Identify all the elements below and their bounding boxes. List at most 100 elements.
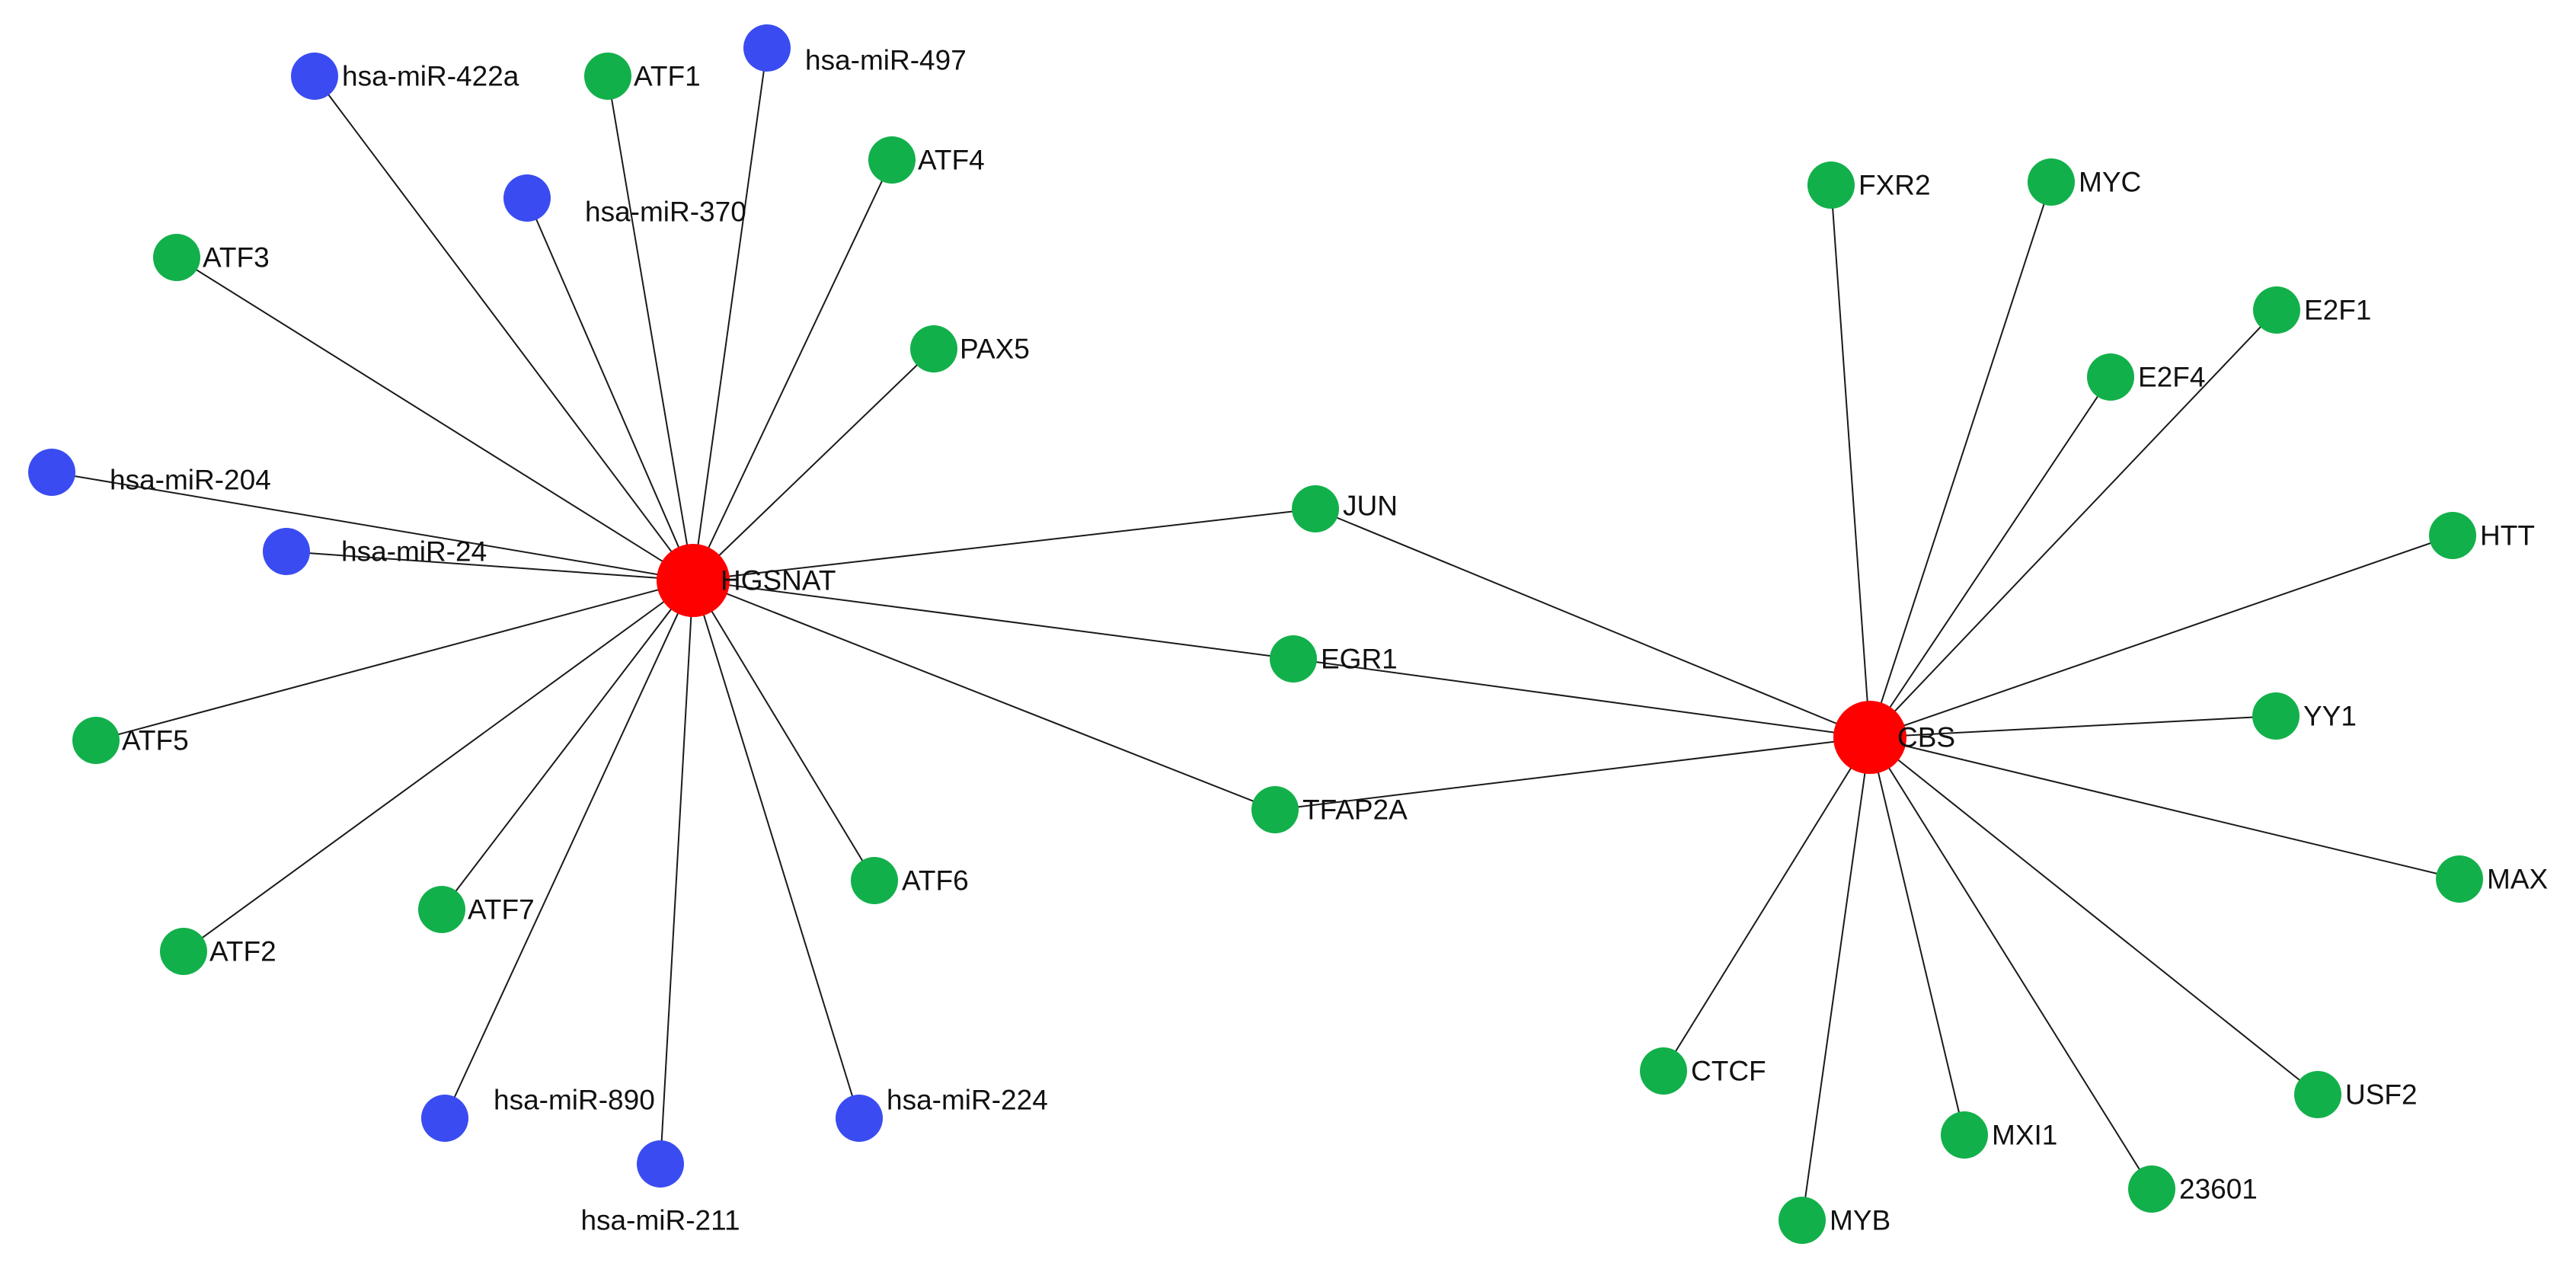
- edge-cbs-yy1: [1869, 715, 2277, 738]
- node-mir422a: hsa-miR-422a: [291, 53, 519, 100]
- mirna-node-circle: [743, 24, 791, 72]
- edge-cbs-tfap2a: [1274, 737, 1871, 810]
- gene-node-circle: [2128, 1165, 2175, 1213]
- gene-node-circle: [584, 53, 631, 100]
- node-jun: JUN: [1292, 485, 1398, 532]
- gene-node-circle: [2087, 353, 2134, 401]
- node-usf2: USF2: [2294, 1071, 2418, 1118]
- mirna-node-circle: [503, 174, 551, 222]
- mirna-node-circle: [421, 1095, 468, 1142]
- edge-hgsnat-mir24: [286, 551, 694, 581]
- node-label-hgsnat: HGSNAT: [721, 565, 836, 596]
- node-label-e2f1: E2F1: [2304, 295, 2371, 326]
- node-mir204: hsa-miR-204: [28, 449, 271, 496]
- gene-node-circle: [72, 717, 120, 764]
- node-label-usf2: USF2: [2345, 1079, 2418, 1111]
- edge-hgsnat-jun: [692, 508, 1316, 581]
- node-label-atf7: ATF7: [468, 894, 535, 926]
- node-label-mir224: hsa-miR-224: [887, 1085, 1048, 1116]
- edge-hgsnat-tfap2a: [692, 580, 1276, 810]
- hub-node-circle: [657, 544, 730, 617]
- gene-node-circle: [1270, 635, 1317, 683]
- edge-hgsnat-mir497: [692, 47, 768, 581]
- gene-node-circle: [2252, 692, 2300, 740]
- gene-node-circle: [153, 234, 200, 281]
- gene-node-circle: [851, 857, 898, 904]
- node-atf4: ATF4: [868, 136, 985, 184]
- gene-node-circle: [160, 928, 207, 975]
- node-hgsnat: HGSNAT: [657, 544, 836, 617]
- node-label-mir204: hsa-miR-204: [110, 465, 271, 496]
- mirna-node-circle: [836, 1095, 883, 1142]
- edge-cbs-egr1: [1293, 658, 1871, 738]
- node-label-myc: MYC: [2079, 167, 2141, 198]
- node-label-mir370: hsa-miR-370: [585, 197, 746, 228]
- gene-node-circle: [418, 886, 465, 933]
- edges-layer: [51, 47, 2460, 1221]
- edge-hgsnat-atf1: [607, 75, 694, 581]
- edge-hgsnat-egr1: [692, 580, 1294, 660]
- edge-hgsnat-atf4: [692, 159, 893, 581]
- node-ctcf: CTCF: [1640, 1047, 1766, 1095]
- node-e2f1: E2F1: [2253, 286, 2371, 334]
- node-label-tfap2a: TFAP2A: [1302, 794, 1408, 826]
- node-label-atf6: ATF6: [902, 865, 969, 897]
- node-label-ctcf: CTCF: [1691, 1056, 1766, 1087]
- edge-hgsnat-mir204: [51, 472, 694, 581]
- edge-hgsnat-atf7: [441, 580, 694, 910]
- node-atf6: ATF6: [851, 857, 969, 904]
- node-label-myb: MYB: [1830, 1205, 1890, 1236]
- node-n23601: 23601: [2128, 1165, 2258, 1213]
- node-label-cbs: CBS: [1897, 722, 1955, 753]
- node-label-mir422a: hsa-miR-422a: [342, 61, 519, 92]
- gene-node-circle: [2294, 1071, 2341, 1118]
- edge-hgsnat-atf5: [95, 580, 694, 741]
- gene-node-circle: [1807, 161, 1855, 209]
- gene-node-circle: [1640, 1047, 1687, 1095]
- node-mir24: hsa-miR-24: [263, 528, 487, 575]
- edge-cbs-e2f1: [1869, 309, 2277, 738]
- node-label-mir890: hsa-miR-890: [494, 1085, 655, 1116]
- node-label-max: MAX: [2487, 864, 2548, 895]
- node-label-mxi1: MXI1: [1992, 1120, 2057, 1151]
- node-label-atf2: ATF2: [209, 936, 276, 967]
- node-atf7: ATF7: [418, 886, 535, 933]
- node-mxi1: MXI1: [1941, 1111, 2057, 1159]
- nodes-layer: HGSNAT CBS hsa-miR-422a ATF1 hsa-miR-497ATF4…: [28, 24, 2548, 1244]
- node-htt: HTT: [2429, 512, 2535, 559]
- gene-node-circle: [2429, 512, 2476, 559]
- gene-node-circle: [2028, 158, 2075, 206]
- node-mir497: hsa-miR-497: [743, 24, 967, 76]
- node-label-jun: JUN: [1343, 491, 1398, 522]
- edge-hgsnat-atf6: [692, 580, 875, 881]
- node-label-fxr2: FXR2: [1858, 170, 1931, 201]
- gene-node-circle: [1941, 1111, 1988, 1159]
- edge-hgsnat-mir370: [526, 197, 694, 581]
- edge-cbs-max: [1869, 737, 2460, 880]
- gene-node-circle: [2436, 855, 2483, 903]
- edge-hgsnat-mir890: [444, 580, 694, 1119]
- node-atf2: ATF2: [160, 928, 276, 975]
- node-label-atf1: ATF1: [634, 61, 701, 92]
- node-label-mir497: hsa-miR-497: [805, 45, 967, 76]
- node-label-egr1: EGR1: [1321, 644, 1398, 675]
- gene-node-circle: [1251, 786, 1299, 833]
- node-label-yy1: YY1: [2303, 701, 2357, 732]
- node-egr1: EGR1: [1270, 635, 1398, 683]
- edge-cbs-myb: [1801, 737, 1871, 1221]
- node-label-atf4: ATF4: [918, 145, 985, 176]
- node-mir890: hsa-miR-890: [421, 1085, 655, 1142]
- edge-hgsnat-mir422a: [314, 75, 694, 581]
- node-label-mir24: hsa-miR-24: [341, 536, 487, 567]
- node-atf1: ATF1: [584, 53, 701, 100]
- node-fxr2: FXR2: [1807, 161, 1931, 209]
- node-label-n23601: 23601: [2179, 1174, 2258, 1205]
- node-max: MAX: [2436, 855, 2548, 903]
- gene-node-circle: [1292, 485, 1339, 532]
- node-label-htt: HTT: [2480, 520, 2535, 551]
- edge-cbs-jun: [1315, 508, 1871, 738]
- node-mir211: hsa-miR-211: [580, 1140, 740, 1236]
- node-atf3: ATF3: [153, 234, 270, 281]
- edge-hgsnat-atf2: [183, 580, 694, 952]
- edge-hgsnat-mir211: [660, 580, 694, 1165]
